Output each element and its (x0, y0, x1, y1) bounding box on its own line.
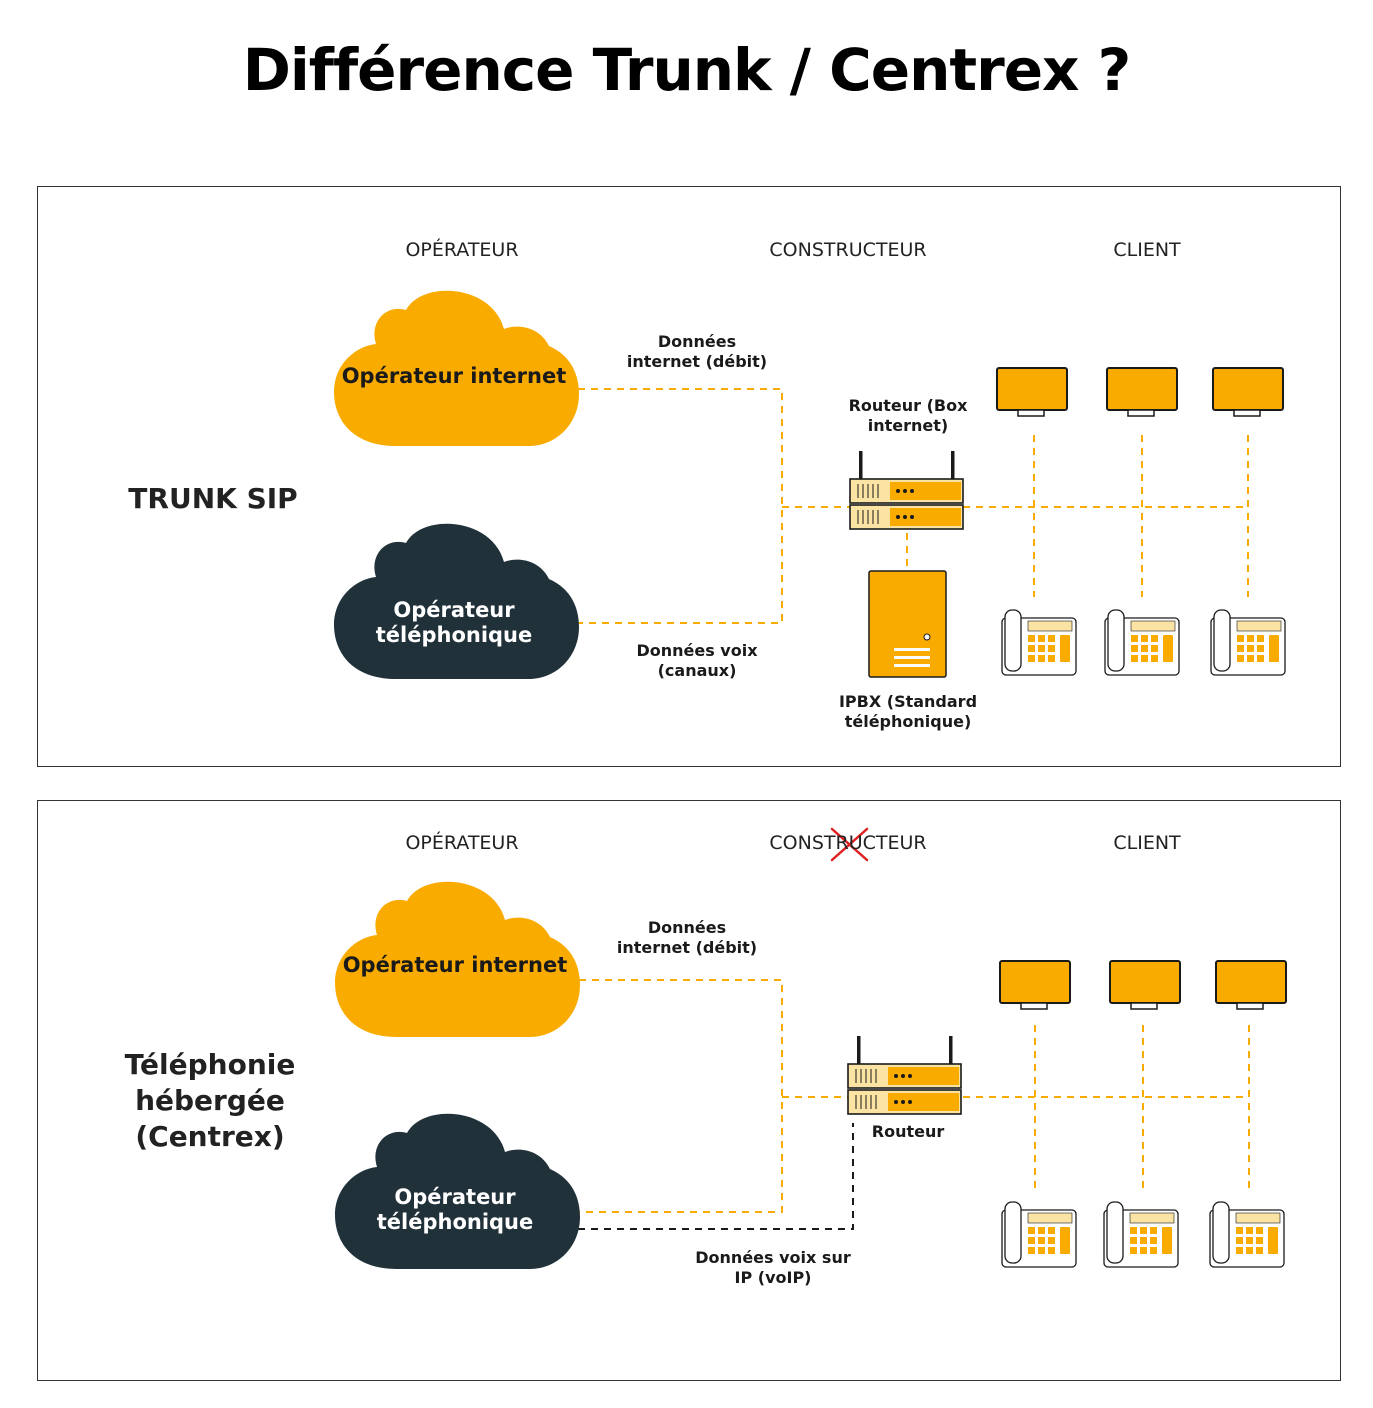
desk-phone-icon (1210, 609, 1286, 676)
column-manufacturer: CONSTRUCTEUR (769, 832, 927, 854)
column-manufacturer: CONSTRUCTEUR (769, 239, 927, 261)
desk-phone-icon (1001, 1201, 1077, 1268)
phone-cloud-label: Opérateur téléphonique (376, 1185, 534, 1234)
router-icon (847, 1036, 962, 1115)
internet-cloud-label: Opérateur internet (341, 364, 567, 388)
trunk-sip-panel: OPÉRATEUR CONSTRUCTEUR CLIENT TRUNK SIP … (37, 186, 1341, 767)
internet-data-label: Données internet (débit) (626, 332, 768, 371)
cloud-icon (334, 290, 579, 446)
page-title: Différence Trunk / Centrex ? (242, 36, 1132, 104)
operator-link-line (577, 388, 783, 624)
monitor-icon (1109, 960, 1181, 1010)
cloud-icon (334, 523, 579, 679)
cloud-icon (335, 881, 580, 1037)
column-operator: OPÉRATEUR (405, 832, 519, 854)
column-client: CLIENT (1113, 239, 1181, 261)
phone-cloud-label: Opérateur téléphonique (375, 598, 533, 647)
operator-link-line (578, 979, 783, 1213)
router-label: Routeur (871, 1122, 945, 1141)
centrex-panel: OPÉRATEUR CONSTRUCTEUR CLIENT Téléphonie… (37, 800, 1341, 1381)
desk-phone-icon (1209, 1201, 1285, 1268)
monitor-icon (996, 367, 1068, 417)
side-label: TRUNK SIP (128, 482, 298, 515)
voip-line (578, 1123, 854, 1230)
voip-data-label: Données voix sur IP (voIP) (695, 1248, 851, 1287)
router-label: Routeur (Box internet) (848, 396, 968, 435)
connection-lines (578, 979, 1250, 1213)
desk-phone-icon (1001, 609, 1077, 676)
side-label: Téléphonie hébergée (Centrex) (124, 1048, 296, 1153)
desk-phone-icon (1104, 609, 1180, 676)
voice-data-label: Données voix (canaux) (636, 641, 758, 680)
column-client: CLIENT (1113, 832, 1181, 854)
server-icon (868, 570, 947, 678)
cloud-icon (335, 1113, 580, 1269)
trunk-sip-diagram (334, 290, 1286, 679)
monitor-icon (1106, 367, 1178, 417)
desk-phone-icon (1103, 1201, 1179, 1268)
monitor-icon (1212, 367, 1284, 417)
centrex-diagram (335, 827, 1287, 1269)
connection-lines (577, 388, 1249, 624)
internet-data-label: Données internet (débit) (616, 918, 758, 957)
internet-cloud-label: Opérateur internet (342, 953, 568, 977)
router-icon (849, 451, 964, 530)
monitor-icon (999, 960, 1071, 1010)
cross-icon (830, 827, 869, 862)
monitor-icon (1215, 960, 1287, 1010)
column-operator: OPÉRATEUR (405, 239, 519, 261)
ipbx-label: IPBX (Standard téléphonique) (838, 692, 978, 731)
